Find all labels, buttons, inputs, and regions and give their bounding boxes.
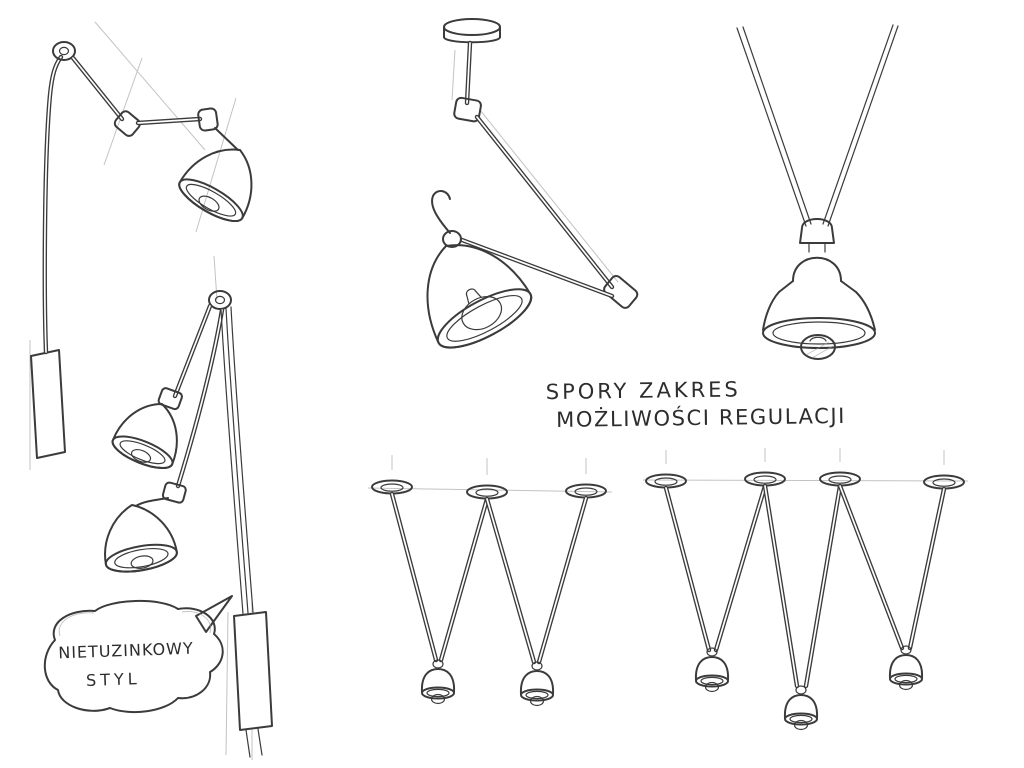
light-bulb	[461, 295, 503, 331]
ceiling-canopy	[744, 471, 786, 487]
cord-connector	[799, 218, 835, 244]
elbow-joint	[161, 481, 187, 504]
lamp-shade	[178, 148, 253, 223]
lamp-shade	[104, 504, 178, 573]
wall-swing-arm-lamp-sketch	[29, 21, 253, 470]
ceiling-canopy	[923, 474, 965, 490]
lamp-shade	[426, 244, 533, 349]
lamp-shade	[783, 685, 819, 731]
pivot-joint	[52, 41, 76, 61]
elbow-joint	[113, 110, 141, 137]
adjustment-range-note: SPORY ZAKRES MOŻLIWOŚCI REGULACJI	[546, 376, 847, 432]
ceiling-mount	[443, 18, 501, 44]
lamp-shade	[888, 645, 924, 691]
yoke-hook	[431, 190, 451, 234]
ceiling-canopy	[819, 471, 861, 487]
shade-joint	[197, 107, 219, 132]
adjustment-range-note-line2: MOŻLIWOŚCI REGULACJI	[556, 403, 847, 432]
shade-pivot	[442, 230, 462, 248]
wall-mount-box	[30, 349, 66, 459]
double-shade-wall-lamp-sketch	[104, 255, 273, 760]
adjustment-range-note-line1: SPORY ZAKRES	[545, 377, 741, 405]
lamp-shade	[762, 256, 876, 360]
speech-bubble	[43, 595, 233, 714]
four-canopy-pendant-sketch	[642, 448, 969, 731]
elbow-joint	[157, 387, 183, 411]
ceiling-arm-lamp-sketch	[426, 18, 639, 349]
wall-mount-box	[233, 611, 273, 731]
pivot-joint	[208, 290, 232, 310]
swivel-joint	[603, 274, 639, 309]
lamp-shade	[111, 402, 178, 469]
cord-pendant-lamp-sketch	[736, 24, 899, 360]
ceiling-canopy	[371, 479, 413, 495]
elbow-joint	[453, 96, 482, 123]
style-bubble-line2: STYL	[85, 669, 141, 690]
three-canopy-pendant-sketch	[367, 455, 613, 707]
ceiling-canopy	[466, 484, 508, 500]
ceiling-canopy	[645, 473, 687, 489]
lamp-shade	[519, 661, 555, 707]
lamp-shade	[420, 659, 456, 705]
light-bulb	[800, 334, 836, 360]
lamp-shade	[694, 647, 730, 693]
